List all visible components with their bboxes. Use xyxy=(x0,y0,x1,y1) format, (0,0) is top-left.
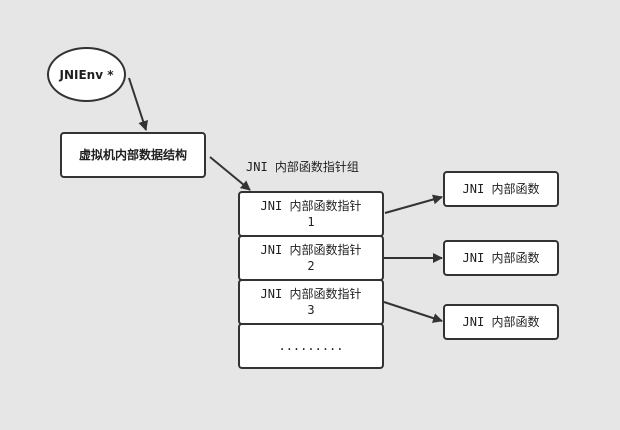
ellipsis-label: ......... xyxy=(278,339,344,353)
vm-data-structure-label: 虚拟机内部数据结构 xyxy=(78,148,187,162)
jnienv-label: JNIEnv * xyxy=(59,67,114,82)
internal-function-2-label: JNI 内部函数 xyxy=(462,251,540,265)
function-pointer-3-node: JNI 内部函数指针 3 xyxy=(238,279,384,325)
jnienv-node: JNIEnv * xyxy=(47,47,126,102)
function-pointer-2-label: JNI 内部函数指针 xyxy=(260,243,362,257)
function-pointer-1-label: JNI 内部函数指针 xyxy=(260,199,362,213)
function-pointer-1-index: 1 xyxy=(307,215,315,229)
internal-function-1-label: JNI 内部函数 xyxy=(462,182,540,196)
arrow-vm-to-pointer-group xyxy=(209,156,251,191)
function-pointer-2-index: 2 xyxy=(307,259,315,273)
internal-function-3-label: JNI 内部函数 xyxy=(462,315,540,329)
function-pointer-ellipsis-node: ......... xyxy=(238,323,384,369)
function-pointer-1-node: JNI 内部函数指针 1 xyxy=(238,191,384,237)
internal-function-2-node: JNI 内部函数 xyxy=(443,240,559,276)
pointer-group-label: JNI 内部函数指针组 xyxy=(246,160,359,174)
function-pointer-3-label: JNI 内部函数指针 xyxy=(260,287,362,301)
internal-function-1-node: JNI 内部函数 xyxy=(443,171,559,207)
function-pointer-3-index: 3 xyxy=(307,303,315,317)
arrow-pointer-3-to-function xyxy=(383,301,443,323)
arrow-pointer-1-to-function xyxy=(384,194,443,214)
arrow-jnienv-to-vm xyxy=(128,77,148,131)
internal-function-3-node: JNI 内部函数 xyxy=(443,304,559,340)
vm-data-structure-node: 虚拟机内部数据结构 xyxy=(60,132,206,178)
function-pointer-2-node: JNI 内部函数指针 2 xyxy=(238,235,384,281)
